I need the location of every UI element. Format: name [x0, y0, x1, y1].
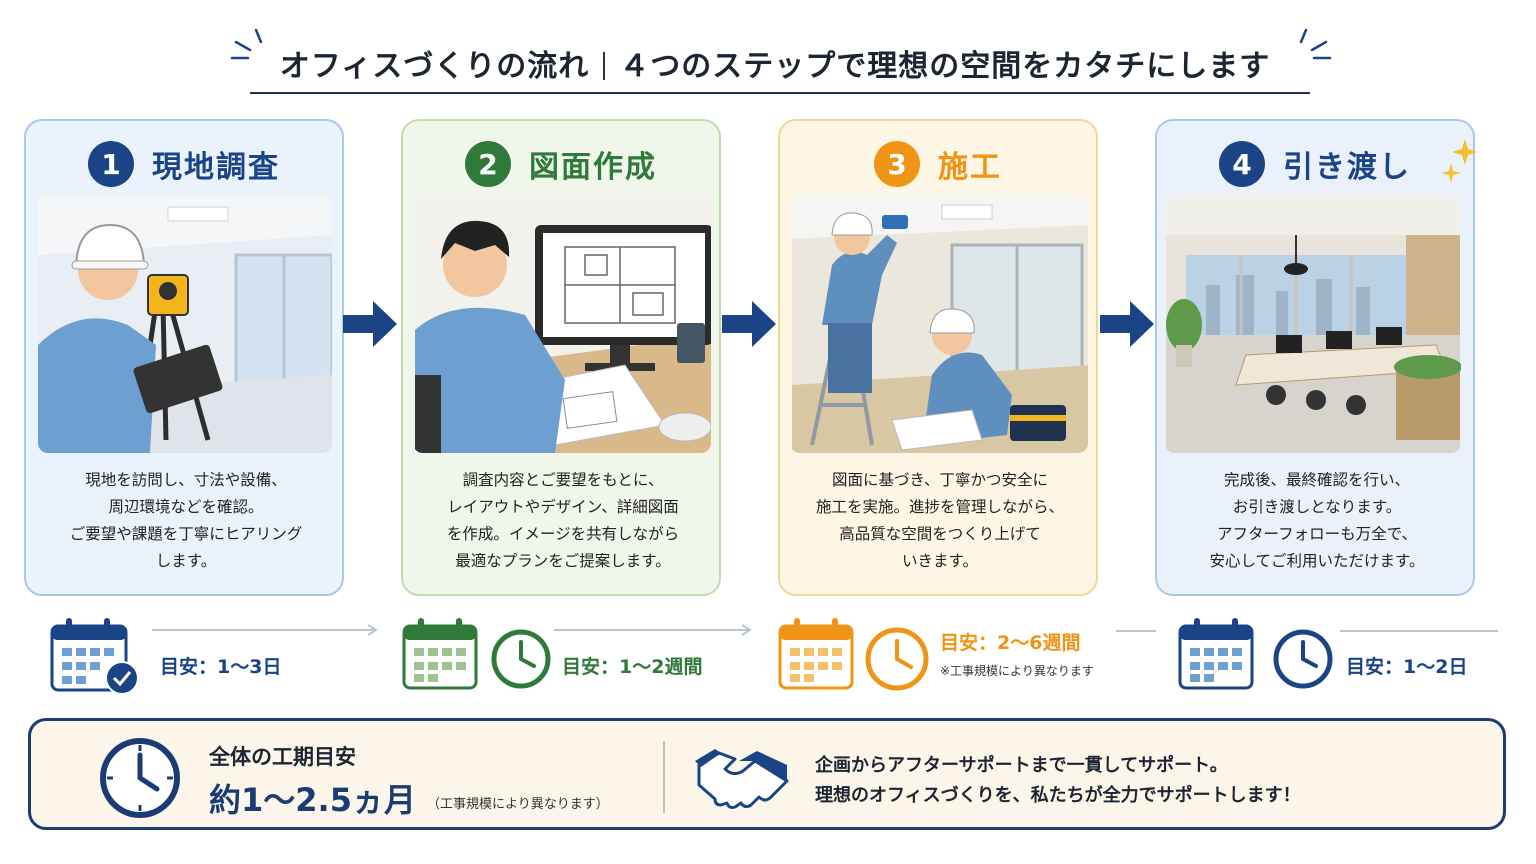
- timeline-connector-line: [1340, 630, 1498, 632]
- title-underline: [250, 92, 1310, 94]
- description-line: 調査内容とご要望をもとに、: [462, 471, 664, 489]
- summary-message: 企画からアフターサポートまで一貫してサポート。 理想のオフィスづくりを、私たちが…: [815, 751, 1301, 811]
- step-title-4: 引き渡し: [1283, 150, 1411, 185]
- description-line: 完成後、最終確認を行い、: [1223, 471, 1410, 489]
- step-number-badge-1: 1: [88, 141, 134, 187]
- timeline-duration-3: 目安：2～6週間: [940, 632, 1081, 654]
- summary-divider: [663, 741, 665, 813]
- description-line: を作成。イメージを共有しながら: [446, 525, 680, 543]
- step-card-4: 4 引き渡し 完成後、最終確認を行い、 お引き渡しとなります。 アフターフォロー…: [1155, 119, 1478, 596]
- step-description-2: 調査内容とご要望をもとに、 レイアウトやデザイン、詳細図面 を作成。イメージを共…: [413, 467, 713, 575]
- page-title: オフィスづくりの流れ ４つのステップで理想の空間をカタチにします: [240, 44, 1310, 96]
- step-card-2: 2 図面作成 調査内容とご要望をもとに、 レイアウトやデザイン、詳細図面 を作成…: [401, 119, 721, 596]
- timeline-step-4: 目安：1～2日: [1178, 612, 1500, 696]
- step-title-2: 図面作成: [529, 150, 657, 185]
- summary-total-duration: 約1～2.5ヵ月: [209, 781, 416, 819]
- page-title-left: オフィスづくりの流れ: [279, 49, 590, 84]
- clock-icon: [1273, 629, 1333, 689]
- site-survey-illustration: [38, 195, 332, 453]
- calendar-icon: [1178, 618, 1254, 690]
- timeline-connector-arrow: [554, 624, 752, 636]
- timeline-note-3: ※工事規模により異なります: [940, 664, 1094, 678]
- summary-message-line: 理想のオフィスづくりを、私たちが全力でサポートします！: [815, 785, 1301, 806]
- step-number-badge-3: 3: [874, 141, 920, 187]
- handover-office-illustration: [1166, 195, 1461, 453]
- summary-message-line: 企画からアフターサポートまで一貫してサポート。: [815, 755, 1228, 776]
- step-header-4: 4 引き渡し: [1157, 141, 1473, 187]
- calendar-icon: [402, 618, 478, 690]
- step-description-1: 現地を訪問し、寸法や設備、 周辺環境などを確認。 ご要望や課題を丁寧にヒアリング…: [36, 467, 336, 575]
- description-line: 高品質な空間をつくり上げて: [839, 525, 1041, 543]
- timeline-step-3: 目安：2～6週間 ※工事規模により異なります: [778, 612, 1158, 696]
- flow-arrow-right-icon: [343, 301, 397, 347]
- clock-icon: [100, 738, 180, 818]
- step-description-4: 完成後、最終確認を行い、 お引き渡しとなります。 アフターフォローも万全で、 安…: [1167, 467, 1467, 575]
- timeline-step-2: 目安：1～2週間: [402, 612, 758, 696]
- sparkle-lines-right-icon: [1299, 28, 1332, 60]
- calendar-check-icon: [50, 618, 139, 695]
- step-title-3: 施工: [938, 150, 1002, 185]
- description-line: アフターフォローも万全で、: [1217, 525, 1417, 543]
- drawing-creation-illustration: [415, 195, 711, 453]
- timeline-connector-arrow: [152, 624, 378, 636]
- timeline-step-1: 目安：1～3日: [48, 612, 388, 696]
- step-header-1: 1 現地調査: [26, 141, 342, 187]
- timeline-duration-1: 目安：1～3日: [160, 656, 282, 678]
- description-line: いきます。: [902, 552, 978, 570]
- sparkle-icon: [1441, 139, 1478, 183]
- description-line: 現地を訪問し、寸法や設備、: [85, 471, 287, 489]
- description-line: 最適なプランをご提案します。: [455, 552, 671, 570]
- description-line: レイアウトやデザイン、詳細図面: [447, 498, 679, 516]
- summary-box: 全体の工期目安 約1～2.5ヵ月 （工事規模により異なります） 企画からアフター…: [28, 718, 1506, 830]
- sparkle-lines-left-icon: [230, 28, 263, 60]
- step-title-1: 現地調査: [152, 150, 280, 185]
- flow-arrow-right-icon: [722, 301, 776, 347]
- description-line: お引き渡しとなります。: [1232, 498, 1402, 516]
- title-separator: [603, 52, 606, 80]
- page-title-right: ４つのステップで理想の空間をカタチにします: [619, 49, 1271, 84]
- clock-icon: [865, 627, 929, 691]
- summary-title: 全体の工期目安: [209, 745, 356, 769]
- summary-note: （工事規模により異なります）: [427, 797, 609, 812]
- description-line: ご要望や課題を丁寧にヒアリング: [69, 525, 303, 543]
- description-line: します。: [155, 552, 217, 570]
- description-line: 施工を実施。進捗を管理しながら、: [815, 498, 1064, 516]
- timeline-connector-line: [1116, 630, 1156, 632]
- timeline-duration-2: 目安：1～2週間: [562, 656, 703, 678]
- step-number-badge-4: 4: [1219, 141, 1265, 187]
- step-description-3: 図面に基づき、丁寧かつ安全に 施工を実施。進捗を管理しながら、 高品質な空間をつ…: [790, 467, 1090, 575]
- clock-icon: [491, 629, 551, 689]
- handshake-icon: [695, 749, 789, 809]
- step-number-badge-2: 2: [465, 141, 511, 187]
- description-line: 周辺環境などを確認。: [108, 498, 264, 516]
- step-header-2: 2 図面作成: [403, 141, 719, 187]
- description-line: 安心してご利用いただけます。: [1209, 552, 1425, 570]
- timeline-duration-4: 目安：1～2日: [1346, 656, 1468, 678]
- calendar-icon: [778, 618, 854, 690]
- step-header-3: 3 施工: [780, 141, 1096, 187]
- construction-illustration: [792, 195, 1088, 453]
- flow-arrow-right-icon: [1100, 301, 1154, 347]
- step-card-3: 3 施工 図面に基づき、丁寧かつ安全に 施工を実施。進捗を管理しながら、 高品質…: [778, 119, 1098, 596]
- description-line: 図面に基づき、丁寧かつ安全に: [832, 471, 1048, 489]
- step-card-1: 1 現地調査 現地を訪問し、寸法や設備、 周辺環境などを確認。 ご要望や課題を丁…: [24, 119, 344, 596]
